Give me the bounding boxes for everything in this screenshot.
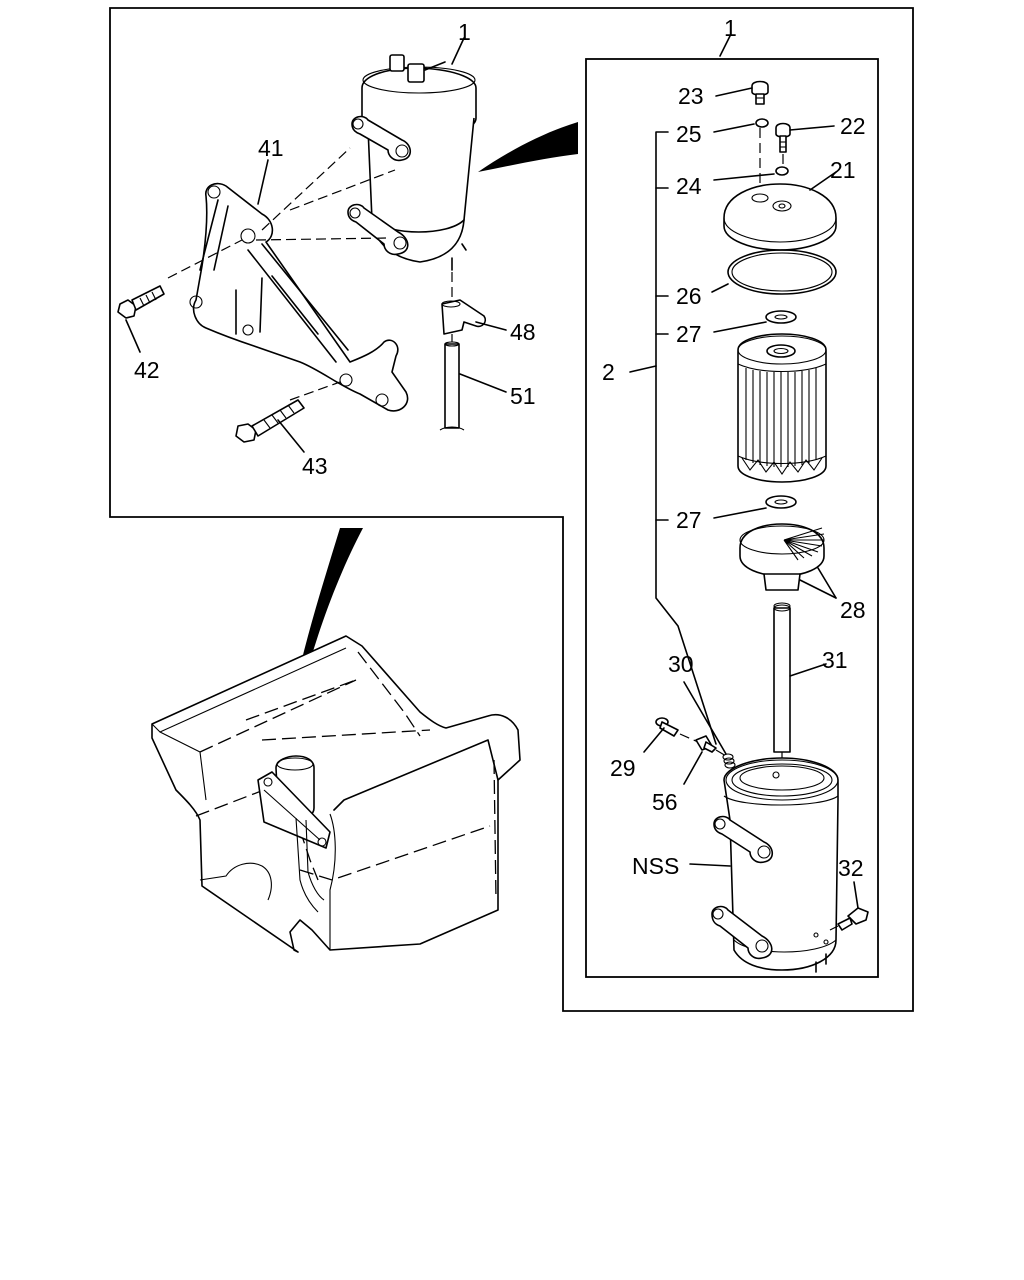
label-26: 26	[676, 283, 702, 309]
label-42: 42	[134, 357, 160, 383]
label-43: 43	[302, 453, 328, 479]
label-56: 56	[652, 789, 678, 815]
bolt-23	[751, 80, 769, 105]
label-29: 29	[610, 755, 636, 781]
leader-25	[713, 123, 755, 133]
screw-22	[775, 122, 791, 153]
leader-nss	[689, 863, 731, 867]
leader-26	[711, 283, 729, 293]
callout-wedge-right	[478, 122, 578, 172]
label-41: 41	[258, 135, 284, 161]
leader-28b	[817, 567, 837, 599]
leader-27-lower	[713, 507, 767, 519]
center-tube-31	[773, 604, 791, 780]
engine-block	[151, 635, 521, 953]
label-2: 2	[602, 359, 615, 385]
bleeder-56	[695, 735, 717, 753]
leader-21	[809, 171, 837, 191]
leader-32	[853, 881, 859, 909]
leader-2	[629, 365, 657, 373]
label-48: 48	[510, 319, 536, 345]
leader-29	[643, 727, 665, 753]
clip-48	[441, 272, 487, 335]
leader-56	[683, 751, 703, 785]
housing-nss	[711, 757, 839, 973]
leader-48	[475, 321, 507, 331]
drain-plug-32	[837, 907, 869, 931]
bracket	[167, 147, 409, 412]
plug-29	[655, 717, 679, 737]
group-bracket-2	[655, 131, 717, 745]
spring-30	[722, 753, 736, 769]
filter-assembly-top	[347, 54, 477, 271]
label-28: 28	[840, 597, 866, 623]
leader-30	[683, 681, 727, 755]
leader-43	[277, 419, 305, 453]
leader-31	[789, 663, 827, 677]
label-30: 30	[668, 651, 694, 677]
leader-51	[459, 373, 507, 393]
washer-25	[755, 118, 769, 128]
label-nss: NSS	[632, 853, 679, 879]
gasket-27-upper	[765, 310, 797, 324]
bolt-42	[117, 285, 165, 319]
label-27-lower: 27	[676, 507, 702, 533]
leader-24	[713, 173, 775, 181]
label-23: 23	[678, 83, 704, 109]
pipe-51	[439, 334, 465, 431]
gasket-27-lower	[765, 495, 797, 509]
label-25: 25	[676, 121, 702, 147]
label-51: 51	[510, 383, 536, 409]
label-24: 24	[676, 173, 702, 199]
label-27-upper: 27	[676, 321, 702, 347]
leader-42	[125, 319, 141, 353]
axis-56	[715, 749, 727, 757]
ring-26	[727, 249, 837, 295]
inset-frame	[585, 58, 879, 978]
leader-1-right	[719, 35, 731, 57]
bottom-plate-28	[739, 523, 825, 610]
axis-32	[829, 925, 839, 931]
washer-24	[775, 166, 789, 176]
leader-28a	[799, 579, 837, 599]
bolt-43	[235, 399, 305, 443]
leader-22	[789, 125, 835, 131]
label-1-top: 1	[458, 19, 471, 45]
label-22: 22	[840, 113, 866, 139]
filter-element	[737, 333, 827, 483]
label-31: 31	[822, 647, 848, 673]
outer-frame	[109, 7, 914, 1012]
leader-27-upper	[713, 321, 767, 333]
label-21: 21	[830, 157, 856, 183]
leader-1-top	[451, 37, 465, 65]
label-32: 32	[838, 855, 864, 881]
leader-23	[715, 87, 753, 97]
axis-29	[679, 733, 699, 743]
label-1-right: 1	[724, 15, 737, 41]
cover-21	[723, 183, 837, 251]
leader-41	[257, 159, 269, 205]
